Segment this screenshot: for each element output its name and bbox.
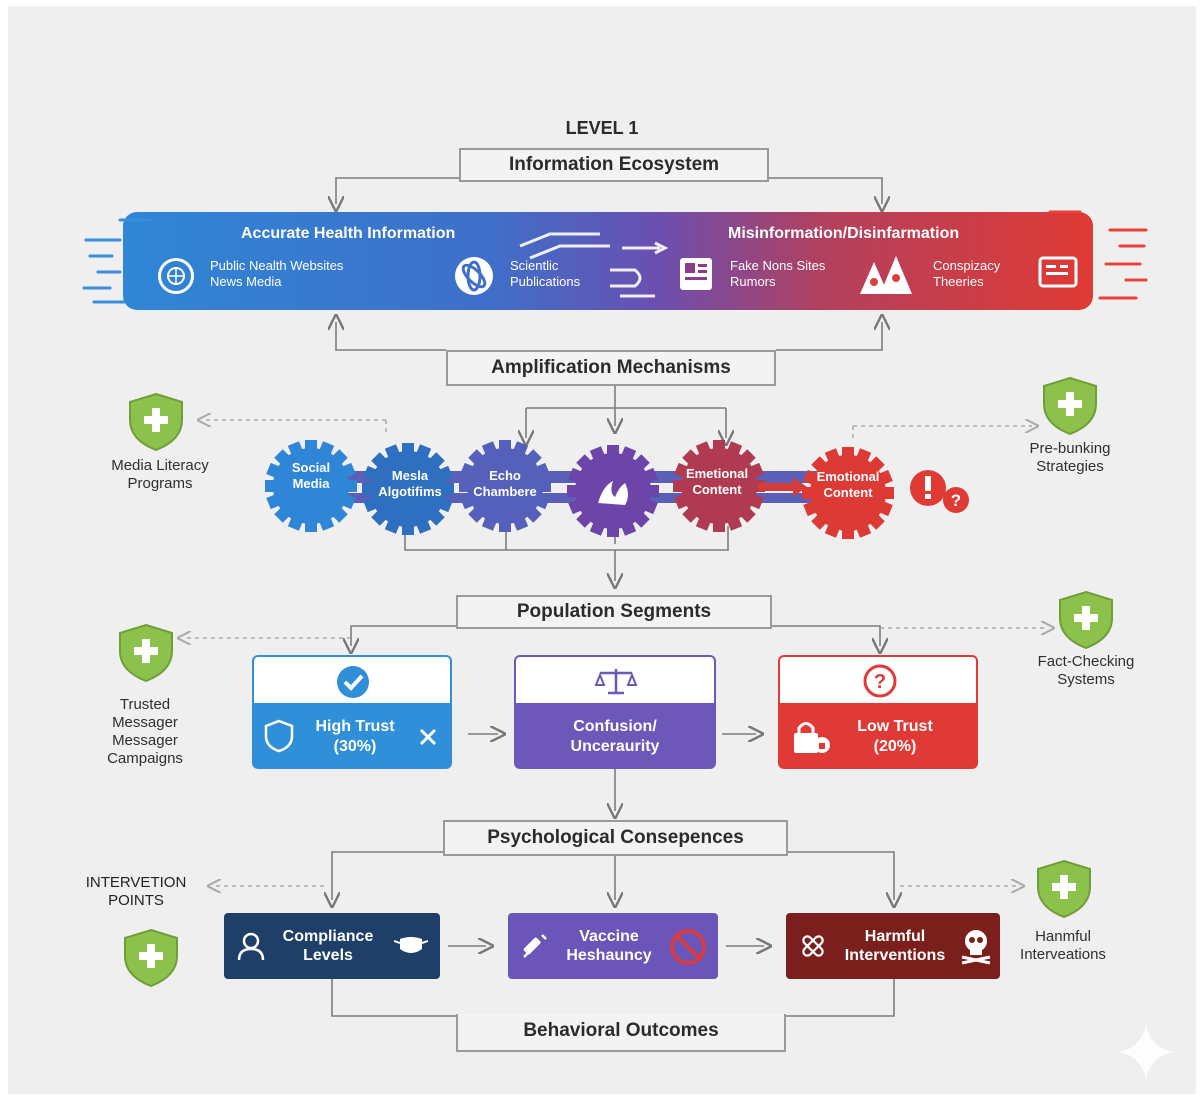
level-label: LEVEL 1 xyxy=(565,118,639,138)
segment-low-trust: ? Low Trust (20%) xyxy=(778,655,978,769)
source-news-media: News Media xyxy=(210,274,282,289)
outcome-compliance-label: Compliance Levels xyxy=(282,928,374,964)
information-ecosystem-title: Information Ecosystem xyxy=(459,148,769,182)
segment-confusion: Confusion/ Unceraurity xyxy=(514,655,716,769)
mask-icon xyxy=(394,937,428,953)
banner-streaks xyxy=(82,210,1148,304)
lock-icon xyxy=(794,722,830,753)
accurate-info-heading: Accurate Health Information xyxy=(241,225,456,242)
source-public-health: Public Nealth Websites xyxy=(210,258,344,273)
svg-text:?: ? xyxy=(874,671,886,693)
scales-icon xyxy=(594,669,638,695)
misinfo-conspiracy-1: Conspizacy xyxy=(933,258,1001,273)
amplification-title: Amplification Mechanisms xyxy=(446,350,776,386)
segment-high-trust: High Trust (30%) xyxy=(252,655,452,769)
science-atom-icon xyxy=(455,257,493,295)
shield-icon xyxy=(1059,590,1113,650)
psychological-title: Psychological Consepences xyxy=(443,820,788,856)
connector-lines xyxy=(8,177,1196,1017)
shield-icon xyxy=(1043,376,1097,436)
no-vaccine-icon xyxy=(670,929,706,965)
crowd-icon xyxy=(860,256,912,294)
bandage-icon xyxy=(802,935,824,957)
segment-low-trust-label: Low Trust (20%) xyxy=(857,718,933,755)
ecosystem-banner xyxy=(123,212,1093,310)
sparkle-icon xyxy=(1118,1024,1174,1080)
misinfo-fake-news: Fake Nons Sites xyxy=(730,258,826,273)
intervention-points-label: INTERVETION POINTS xyxy=(85,874,187,909)
fact-checking-label: Fact-Checking Systems xyxy=(1037,653,1135,688)
shield-icon xyxy=(1037,859,1091,919)
gear-label-emotional-2: Emotional Content xyxy=(816,469,880,500)
prebunking-label: Pre-bunking Strategies xyxy=(1029,440,1111,475)
alert-question-icon: ? xyxy=(910,470,969,513)
syringe-icon xyxy=(523,934,547,958)
pub-publications: Publications xyxy=(510,274,581,289)
gear-label-echo: Echo Chambere xyxy=(473,468,537,499)
segment-confusion-label: Confusion/ Unceraurity xyxy=(570,718,660,755)
globe-icon xyxy=(158,258,194,294)
close-icon xyxy=(419,728,437,746)
person-icon xyxy=(237,932,265,961)
gear-label-emotional-1: Emetional Content xyxy=(685,466,749,497)
gear-fire xyxy=(567,445,659,537)
screen-icon xyxy=(1038,256,1078,288)
gear-label-social-media: Social Media xyxy=(291,460,331,491)
segment-high-trust-label: High Trust (30%) xyxy=(315,718,395,755)
shield-outline-icon xyxy=(264,719,294,753)
outcome-vaccine-label: Vaccine Heshauncy xyxy=(566,928,652,964)
outcome-harmful: Harmful Interventions xyxy=(786,913,1000,979)
checkmark-icon xyxy=(337,666,369,698)
population-title: Population Segments xyxy=(456,595,772,629)
newspaper-icon xyxy=(680,258,712,290)
diagram-canvas: LEVEL 1 Information Ecosystem Accurate H… xyxy=(8,6,1196,1094)
gear-label-algorithms: Mesla Algotifims xyxy=(378,468,442,499)
media-literacy-label: Media Literacy Programs xyxy=(111,457,209,492)
misinfo-conspiracy-2: Theeries xyxy=(933,274,984,289)
shield-icon xyxy=(124,928,178,988)
outcome-compliance: Compliance Levels xyxy=(224,913,440,979)
shield-icon xyxy=(129,392,183,452)
misinfo-rumors: Rumors xyxy=(730,274,776,289)
trusted-messenger-label: Trusted Messager Messager Campaigns xyxy=(107,696,183,767)
gear-chain xyxy=(265,440,894,539)
outcome-vaccine: Vaccine Heshauncy xyxy=(508,913,718,979)
shield-icon xyxy=(119,623,173,683)
question-icon: ? xyxy=(863,664,897,698)
harmful-interventions-side-label: Hanmful Interveations xyxy=(1020,928,1106,963)
pub-scientific: Scientlic xyxy=(510,258,559,273)
misinfo-heading: Misinformation/Disinfarmation xyxy=(728,225,960,242)
svg-text:?: ? xyxy=(951,491,961,510)
behavioral-title: Behavioral Outcomes xyxy=(456,1014,786,1052)
outcome-harmful-label: Harmful Interventions xyxy=(844,928,946,964)
skull-icon xyxy=(961,930,991,965)
